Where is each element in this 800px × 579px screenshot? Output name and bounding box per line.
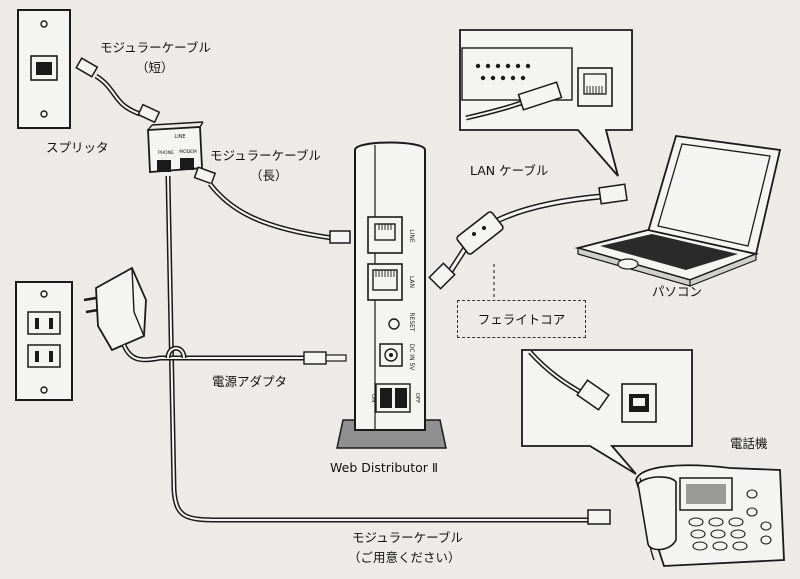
device-line-label: LINE xyxy=(408,229,415,243)
lan-cable-label: LAN ケーブル xyxy=(470,163,549,178)
web-distributor-device: LINE LAN RESET DC IN 5V ON OFF xyxy=(336,141,447,449)
laptop-pc xyxy=(574,135,782,287)
own-cable-note: （ご用意ください） xyxy=(348,550,461,565)
pc-label: パソコン xyxy=(652,284,703,299)
wall-phone-jack xyxy=(17,9,71,129)
ferrite-core xyxy=(456,211,504,300)
long-cable-note: （長） xyxy=(250,168,288,183)
power-adapter xyxy=(83,266,347,365)
power-adapter-label: 電源アダプタ xyxy=(212,374,288,389)
device-dcin-label: DC IN 5V xyxy=(408,344,415,372)
lan-port-callout xyxy=(459,29,633,177)
splitter-line-port: LINE xyxy=(174,134,185,140)
phone-port-callout xyxy=(521,349,693,475)
own-cable-label: モジュラーケーブル xyxy=(352,530,463,545)
long-cable-label: モジュラーケーブル xyxy=(210,148,321,163)
device-name-label: Web Distributor Ⅱ xyxy=(330,460,439,475)
device-off-label: OFF xyxy=(414,393,420,404)
splitter: LINE PHONE MODEM xyxy=(147,121,204,173)
ferrite-core-callout: フェライトコア xyxy=(457,300,586,338)
short-cable-note: （短） xyxy=(136,60,174,75)
device-on-label: ON xyxy=(370,394,376,402)
short-modular-cable xyxy=(75,57,161,124)
phone-modular-cable xyxy=(165,175,611,525)
wall-power-outlet xyxy=(15,281,73,401)
short-cable-label: モジュラーケーブル xyxy=(100,40,211,55)
long-modular-cable xyxy=(193,166,351,244)
splitter-phone-port: PHONE xyxy=(158,150,174,156)
ferrite-core-label: フェライトコア xyxy=(477,311,566,327)
splitter-label: スプリッタ xyxy=(46,140,109,155)
splitter-modem-port: MODEM xyxy=(179,149,197,155)
device-lan-label: LAN xyxy=(408,276,415,288)
telephone-label: 電話機 xyxy=(730,436,768,451)
telephone xyxy=(635,464,785,567)
device-reset-label: RESET xyxy=(408,312,415,332)
